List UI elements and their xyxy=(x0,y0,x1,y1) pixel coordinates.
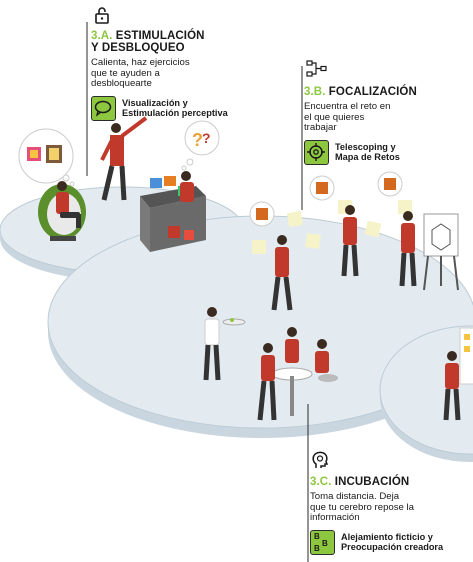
cube-bubbles xyxy=(249,171,403,227)
idea-notes xyxy=(252,200,412,254)
curious-person: ? ? xyxy=(180,120,220,202)
focus-people xyxy=(271,205,417,311)
svg-text:?: ? xyxy=(192,130,203,150)
step-a-code: 3.A. xyxy=(91,30,113,42)
step-b-technique: Telescoping y Mapa de Retos xyxy=(304,139,464,165)
crosshair-icon xyxy=(304,139,329,165)
egg-chair-person xyxy=(38,181,86,241)
step-a-technique-label: Visualización y Estimulación perceptiva xyxy=(122,97,228,119)
board-person xyxy=(443,327,473,421)
step-a-title: 3.A. ESTIMULACIÓN Y DESBLOQUEO xyxy=(91,30,251,54)
step-c-code: 3.C. xyxy=(310,476,332,488)
step-c-technique: B B B Alejamiento ficticio y Preocupació… xyxy=(310,529,470,555)
step-c-title: 3.C. INCUBACIÓN xyxy=(310,476,410,488)
head-thought-icon xyxy=(312,451,329,468)
cafe-table xyxy=(257,327,338,421)
step-a-block: 3.A. ESTIMULACIÓN Y DESBLOQUEO Calienta,… xyxy=(91,30,251,121)
step-a-title-line2: Y DESBLOQUEO xyxy=(91,42,185,54)
platform-b xyxy=(47,215,473,438)
stretching-person xyxy=(100,116,148,201)
step-a-description: Calienta, haz ejercicios que te ayuden a… xyxy=(91,57,190,89)
tree-structure-icon xyxy=(306,60,327,77)
open-padlock-icon xyxy=(95,7,109,24)
step-a-technique: Visualización y Estimulación perceptiva xyxy=(91,95,251,121)
step-b-description: Encuentra el reto en el que quieres trab… xyxy=(304,101,391,133)
step-c-description: Toma distancia. Deja que tu cerebro repo… xyxy=(310,491,414,523)
step-c-technique-label: Alejamiento ficticio y Preocupación crea… xyxy=(341,531,444,553)
svg-text:?: ? xyxy=(202,130,211,146)
speech-bubble-icon xyxy=(91,95,116,121)
step-c-block: 3.C. INCUBACIÓN Toma distancia. Deja que… xyxy=(310,476,470,555)
step-b-technique-label: Telescoping y Mapa de Retos xyxy=(335,141,400,163)
waiter xyxy=(203,307,246,381)
letter-b-icon: B B B xyxy=(310,529,335,555)
thought-bubble-pictures xyxy=(18,128,75,187)
step-b-block: 3.B. FOCALIZACIÓN Encuentra el reto en e… xyxy=(304,86,464,165)
flip-chart xyxy=(423,213,459,291)
step-b-code: 3.B. xyxy=(304,86,326,98)
step-b-title: 3.B. FOCALIZACIÓN xyxy=(304,86,417,98)
step-a-title-line1: ESTIMULACIÓN xyxy=(115,30,205,42)
book-stand xyxy=(140,176,206,252)
